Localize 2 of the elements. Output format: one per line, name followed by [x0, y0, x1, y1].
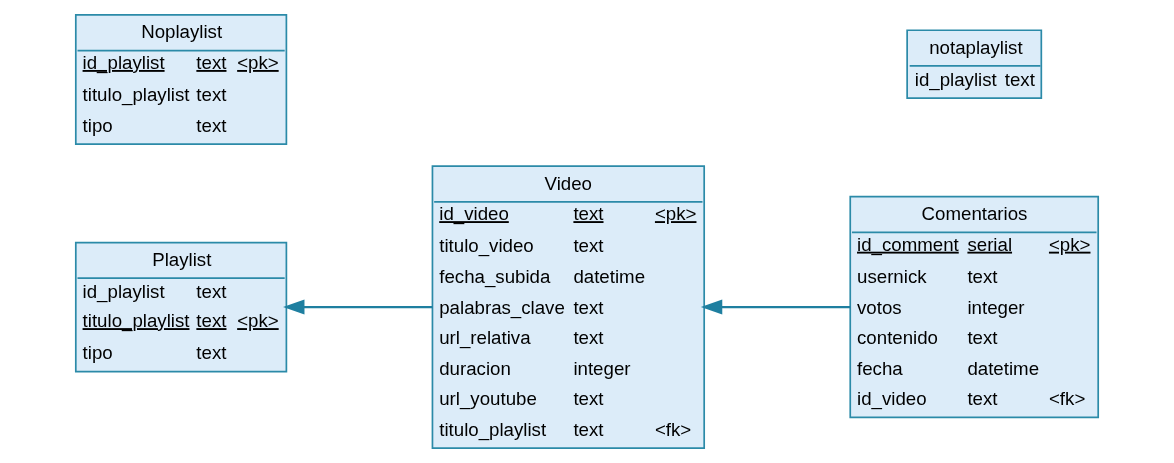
arrow [283, 299, 433, 315]
arrow [700, 299, 851, 315]
